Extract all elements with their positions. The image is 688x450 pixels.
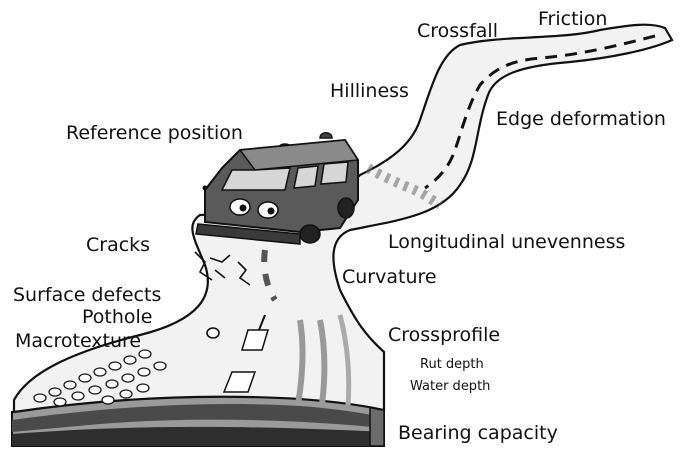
label-surface-defects: Surface defects: [13, 286, 161, 305]
label-hilliness: Hilliness: [330, 82, 409, 101]
pothole: [207, 328, 219, 338]
label-rut-depth: Rut depth: [420, 358, 484, 371]
label-crossfall: Crossfall: [417, 22, 498, 41]
label-reference-position: Reference position: [66, 124, 243, 143]
label-bearing-capacity: Bearing capacity: [398, 424, 558, 443]
label-macrotexture: Macrotexture: [15, 332, 141, 351]
label-edge-deformation: Edge deformation: [496, 110, 666, 129]
label-longitudinal-unevenness: Longitudinal unevenness: [388, 233, 625, 252]
measurement-van: [196, 133, 358, 244]
label-water-depth: Water depth: [410, 380, 490, 393]
label-pothole: Pothole: [82, 308, 153, 327]
label-cracks: Cracks: [86, 236, 150, 255]
label-friction: Friction: [538, 10, 607, 29]
label-crossprofile: Crossprofile: [388, 326, 500, 345]
label-curvature: Curvature: [342, 268, 437, 287]
